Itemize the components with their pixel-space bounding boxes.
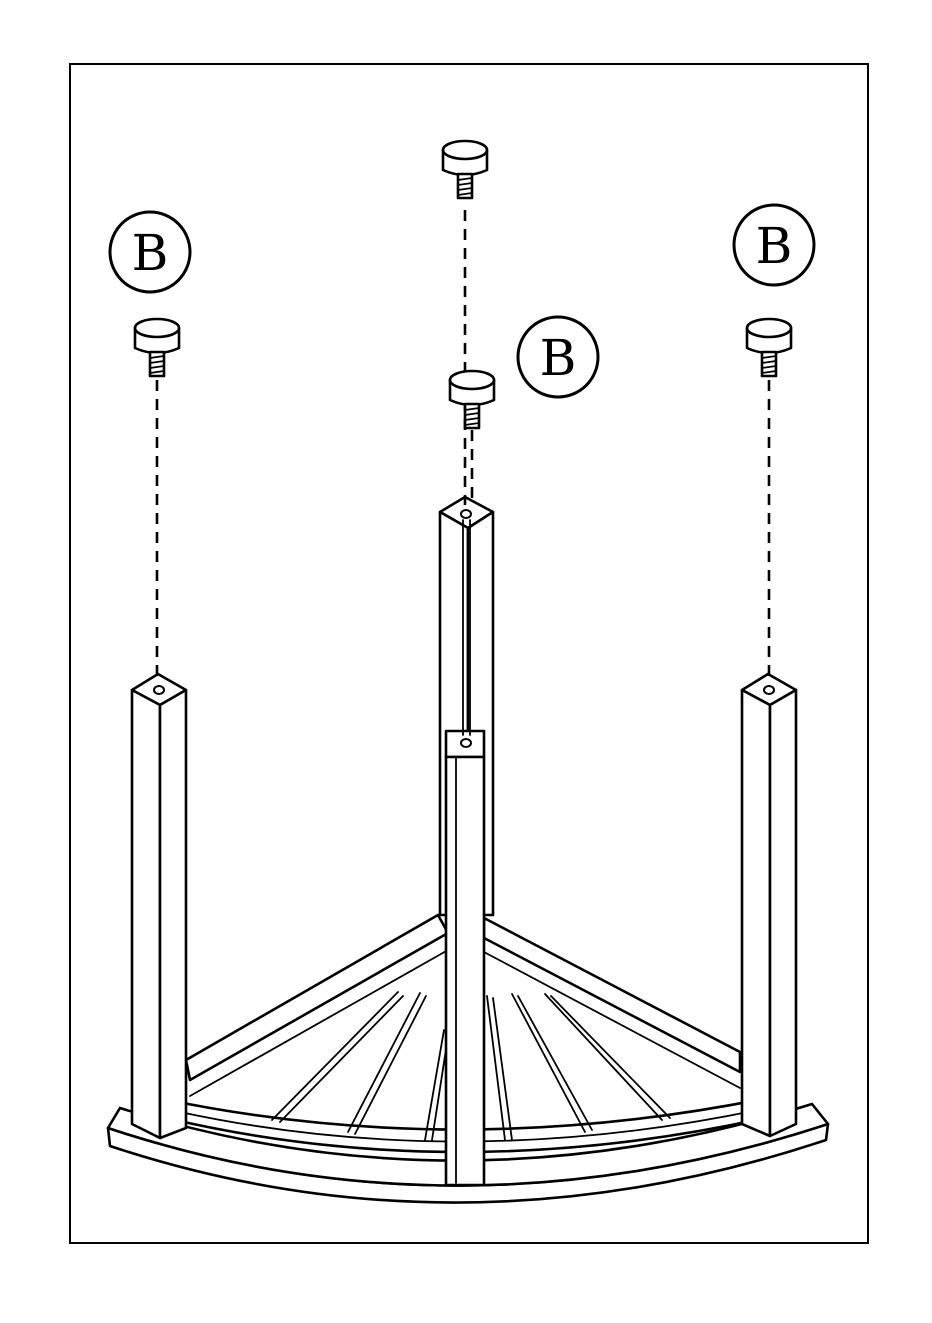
callout-right: B (734, 205, 814, 285)
leg-left (132, 674, 186, 1138)
callout-center-label: B (540, 329, 577, 387)
callout-left: B (110, 212, 190, 292)
leg-front-center (446, 731, 484, 1185)
callout-left-label: B (132, 224, 169, 282)
leg-right (742, 674, 796, 1136)
callout-center: B (518, 317, 598, 397)
callout-right-label: B (756, 217, 793, 275)
